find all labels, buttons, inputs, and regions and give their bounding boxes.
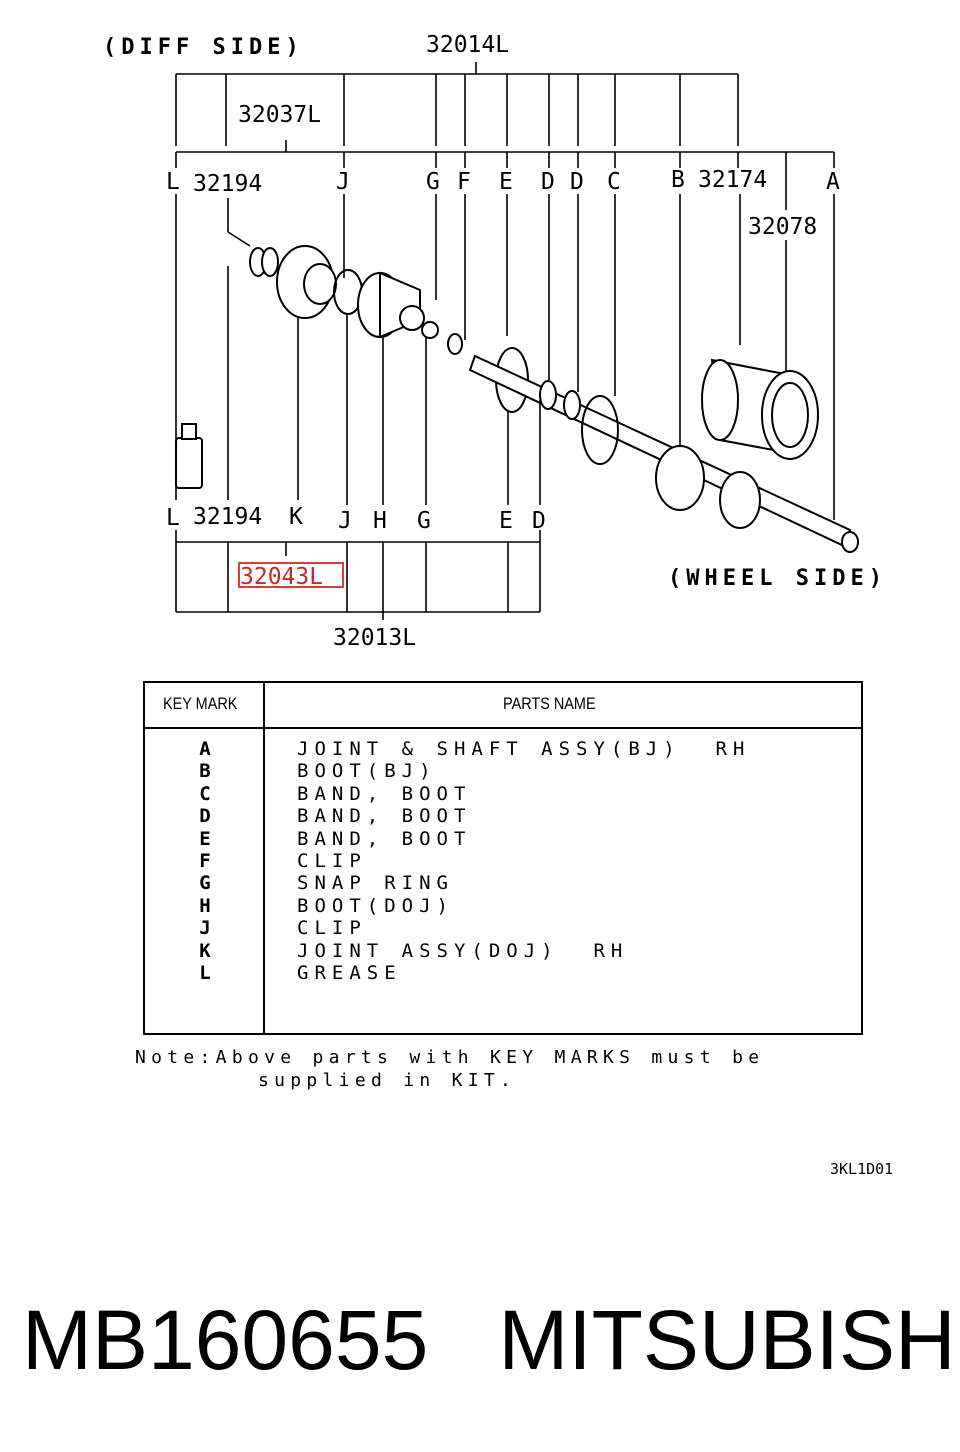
bottom-leaders: [175, 266, 541, 505]
bracket-32014l: [175, 62, 739, 146]
exploded-diagram: (DIFF SIDE) 32014L 32037L L 32194: [103, 32, 887, 651]
bj-joint-part: [655, 445, 761, 529]
top-key-j: J: [336, 169, 350, 195]
wheel-side-label: (WHEEL SIDE): [668, 566, 887, 591]
key-mark-cell: K: [199, 939, 211, 962]
bottom-key-e: E: [499, 508, 513, 534]
key-mark-cell: H: [199, 894, 211, 917]
kit-note: Note:Above parts with KEY MARKS must be …: [135, 1046, 895, 1092]
top-key-f: F: [457, 169, 471, 195]
ref-32014l-label: 32014L: [426, 32, 509, 58]
table-divider: [263, 683, 265, 1033]
top-key-d2: D: [570, 169, 584, 195]
bracket-32043l: [175, 530, 541, 556]
band-c-part: [581, 395, 619, 465]
snap-ring-part: [421, 321, 439, 339]
table-row: F CLIP: [145, 850, 861, 872]
parts-name-cell: BAND, BOOT: [297, 782, 472, 805]
key-mark-cell: B: [199, 760, 211, 783]
parts-name-cell: JOINT & SHAFT ASSY(BJ) RH: [297, 738, 751, 760]
parts-name-cell: BOOT(BJ): [297, 760, 437, 783]
grease-tube-part: [175, 423, 203, 489]
bracket-32013l: [175, 542, 541, 620]
bottom-key-k: K: [289, 504, 303, 530]
boot-doj-part: [357, 271, 425, 339]
table-row: C BAND, BOOT: [145, 783, 861, 805]
top-key-d1: D: [541, 169, 555, 195]
ref-32174-label: 32174: [698, 167, 767, 193]
doj-joint-part: [249, 245, 337, 319]
parts-name-cell: GREASE: [297, 961, 402, 984]
top-key-e: E: [499, 169, 513, 195]
table-rows: A JOINT & SHAFT ASSY(BJ) RH B BOOT(BJ) C BAND…: [145, 738, 861, 984]
top-key-l: L: [166, 169, 180, 195]
key-mark-cell: G: [199, 872, 211, 895]
key-mark-cell: J: [199, 917, 211, 940]
note-line-2: supplied in KIT.: [258, 1070, 517, 1091]
note-line-1: Note:Above parts with KEY MARKS must be: [135, 1047, 765, 1068]
part-number-caption: MB160655 MITSUBISHI: [22, 1293, 960, 1387]
ref-32194-bottom-label: 32194: [193, 504, 262, 530]
table-header: KEY MARK PARTS NAME: [145, 683, 861, 729]
boot-bj-part: [701, 358, 819, 460]
parts-name-cell: BOOT(DOJ): [297, 894, 454, 917]
ref-32013l-label: 32013L: [333, 625, 416, 651]
top-key-g: G: [426, 169, 440, 195]
table-row: H BOOT(DOJ): [145, 895, 861, 917]
table-row: E BAND, BOOT: [145, 828, 861, 850]
bracket-32037l: [175, 140, 835, 210]
ref-32043l-label: 32043L: [240, 564, 323, 590]
top-key-c: C: [607, 169, 621, 195]
bottom-key-h: H: [373, 508, 387, 534]
table-row: D BAND, BOOT: [145, 805, 861, 827]
ref-32194-top-label: 32194: [193, 171, 262, 197]
table-row: K JOINT ASSY(DOJ) RH: [145, 940, 861, 962]
parts-name-cell: SNAP RING: [297, 872, 454, 895]
key-mark-cell: F: [199, 849, 211, 872]
key-mark-cell: E: [199, 827, 211, 850]
highlight-32043l-box: [238, 562, 344, 588]
col-parts-name: PARTS NAME: [503, 694, 596, 713]
clip-f-part: [447, 333, 463, 355]
parts-name-cell: JOINT ASSY(DOJ) RH: [297, 939, 629, 962]
bottom-key-j: J: [338, 508, 352, 534]
key-mark-cell: A: [199, 738, 211, 760]
table-row: G SNAP RING: [145, 872, 861, 894]
col-key-mark: KEY MARK: [163, 694, 238, 713]
key-mark-cell: L: [199, 961, 211, 984]
key-mark-cell: C: [199, 782, 211, 805]
table-row: B BOOT(BJ): [145, 760, 861, 782]
parts-name-cell: CLIP: [297, 917, 367, 940]
ref-32037l-label: 32037L: [238, 102, 321, 128]
top-key-a: A: [826, 169, 840, 195]
band-d-part: [539, 380, 581, 420]
bottom-key-d: D: [532, 508, 546, 534]
parts-name-cell: BAND, BOOT: [297, 827, 472, 850]
figure-code: 3KL1D01: [830, 1160, 894, 1178]
top-key-b: B: [671, 167, 685, 193]
bottom-key-g: G: [417, 508, 431, 534]
key-mark-cell: D: [199, 805, 211, 828]
table-row: J CLIP: [145, 917, 861, 939]
bottom-key-l: L: [166, 505, 180, 531]
parts-table: KEY MARK PARTS NAME A JOINT & SHAFT ASSY(…: [143, 681, 863, 1035]
ref-32078-label: 32078: [748, 214, 817, 240]
table-row: L GREASE: [145, 962, 861, 984]
top-leaders: [175, 194, 835, 520]
diff-side-label: (DIFF SIDE): [103, 35, 304, 60]
table-row: A JOINT & SHAFT ASSY(BJ) RH: [145, 738, 861, 760]
parts-name-cell: CLIP: [297, 849, 367, 872]
parts-name-cell: BAND, BOOT: [297, 805, 472, 828]
